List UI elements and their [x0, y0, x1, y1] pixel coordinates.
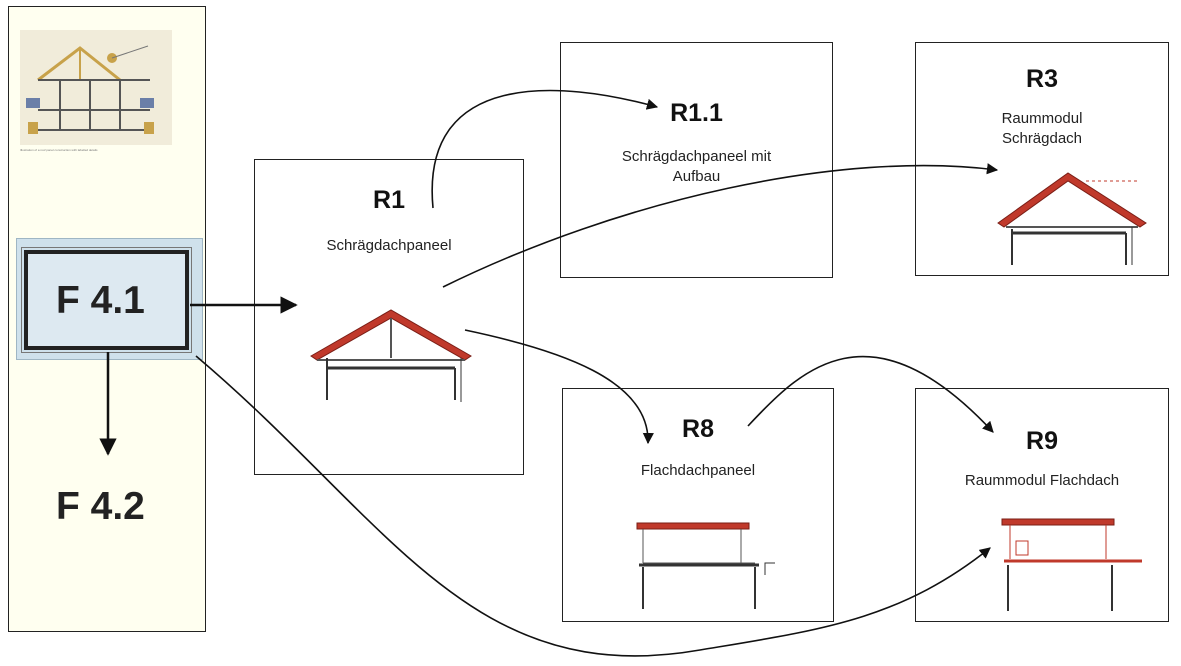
arrow-r1-to-r1-1 — [431, 89, 659, 209]
arrow-r1-to-r3 — [442, 163, 999, 288]
roof-thumbnail-drawing — [20, 30, 172, 145]
current-section-label: F 4.1 — [56, 279, 145, 322]
roof-thumbnail-image — [20, 30, 172, 145]
card-r1-1-code: R1.1 — [670, 99, 723, 127]
card-r9-code: R9 — [1026, 427, 1058, 455]
card-r8-label: Flachdachpaneel — [640, 462, 756, 479]
thumbnail-caption: Illustration of a roof panel constructio… — [20, 148, 98, 152]
card-r1-1-label-line1: Schrägdachpaneel mit — [621, 148, 772, 165]
card-r1-1-label-line2: Aufbau — [672, 168, 721, 185]
room-module-flat-roof-drawing — [1001, 518, 1142, 611]
current-section-box[interactable] — [21, 247, 192, 353]
card-r1[interactable]: R1 Schrägdachpaneel — [254, 159, 524, 475]
card-r3-label-line1: Raummodul — [1001, 110, 1083, 127]
card-r8-code: R8 — [682, 415, 714, 443]
card-r1-label: Schrägdachpaneel — [326, 237, 452, 254]
room-module-pitched-roof-drawing — [997, 172, 1147, 265]
card-r1-1[interactable]: R1.1 Schrägdachpaneel mit Aufbau — [560, 42, 833, 278]
card-r3-label-line2: Schrägdach — [1001, 130, 1083, 147]
next-section-label[interactable]: F 4.2 — [56, 485, 145, 528]
card-r8[interactable]: R8 Flachdachpaneel — [562, 388, 834, 622]
card-r9[interactable]: R9 Raummodul Flachdach — [915, 388, 1169, 622]
card-r1-code: R1 — [373, 186, 405, 214]
card-r3[interactable]: R3 Raummodul Schrägdach — [915, 42, 1169, 276]
card-r3-code: R3 — [1026, 65, 1058, 93]
arrow-r1-to-r8 — [464, 329, 654, 445]
pitched-roof-panel-drawing — [310, 309, 472, 402]
arrow-f41-to-r9 — [195, 355, 991, 657]
card-r9-label: Raummodul Flachdach — [964, 472, 1120, 489]
flat-roof-panel-drawing — [636, 522, 775, 609]
arrow-r8-to-r9 — [747, 355, 994, 433]
